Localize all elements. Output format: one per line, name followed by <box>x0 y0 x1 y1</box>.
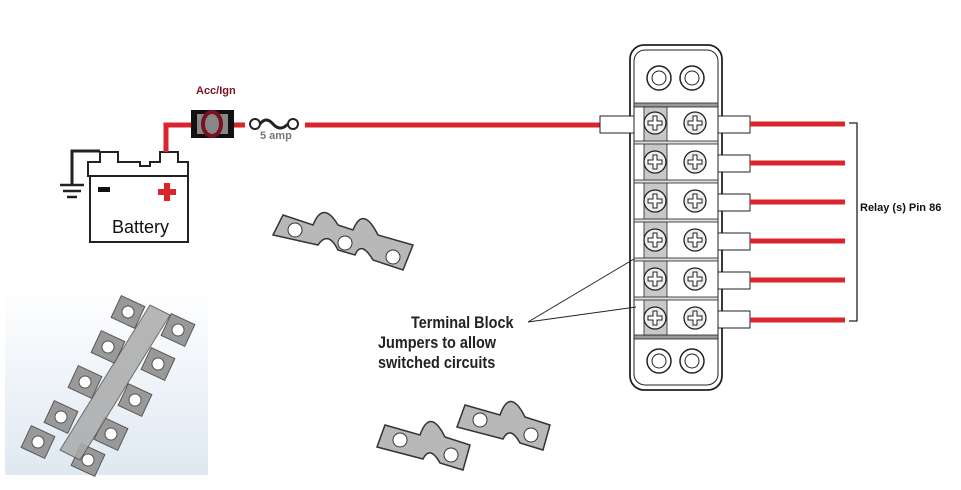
switch-label: Acc/Ign <box>196 85 236 97</box>
terminal-label-line-3: switched circuits <box>378 353 496 372</box>
fuse-icon <box>245 118 305 131</box>
terminal-label-line-1: Terminal Block <box>411 313 514 332</box>
ground-symbol <box>60 149 100 199</box>
jumper-large <box>272 211 414 271</box>
jumper-small-2 <box>456 400 551 451</box>
battery-icon <box>87 151 189 243</box>
jumper-small-1 <box>376 420 471 471</box>
power-wire <box>163 122 600 152</box>
terminal-label-line-2: Jumpers to allow <box>378 333 497 352</box>
battery-label: Battery <box>112 217 170 237</box>
output-wires <box>717 115 858 329</box>
relay-label: Relay (s) Pin 86 <box>860 202 942 214</box>
terminal-block <box>599 44 723 391</box>
acc-ign-switch-icon <box>191 110 234 138</box>
fuse-label: 5 amp <box>260 130 292 142</box>
leader-lines <box>527 258 637 323</box>
jumper-photo <box>5 288 208 478</box>
